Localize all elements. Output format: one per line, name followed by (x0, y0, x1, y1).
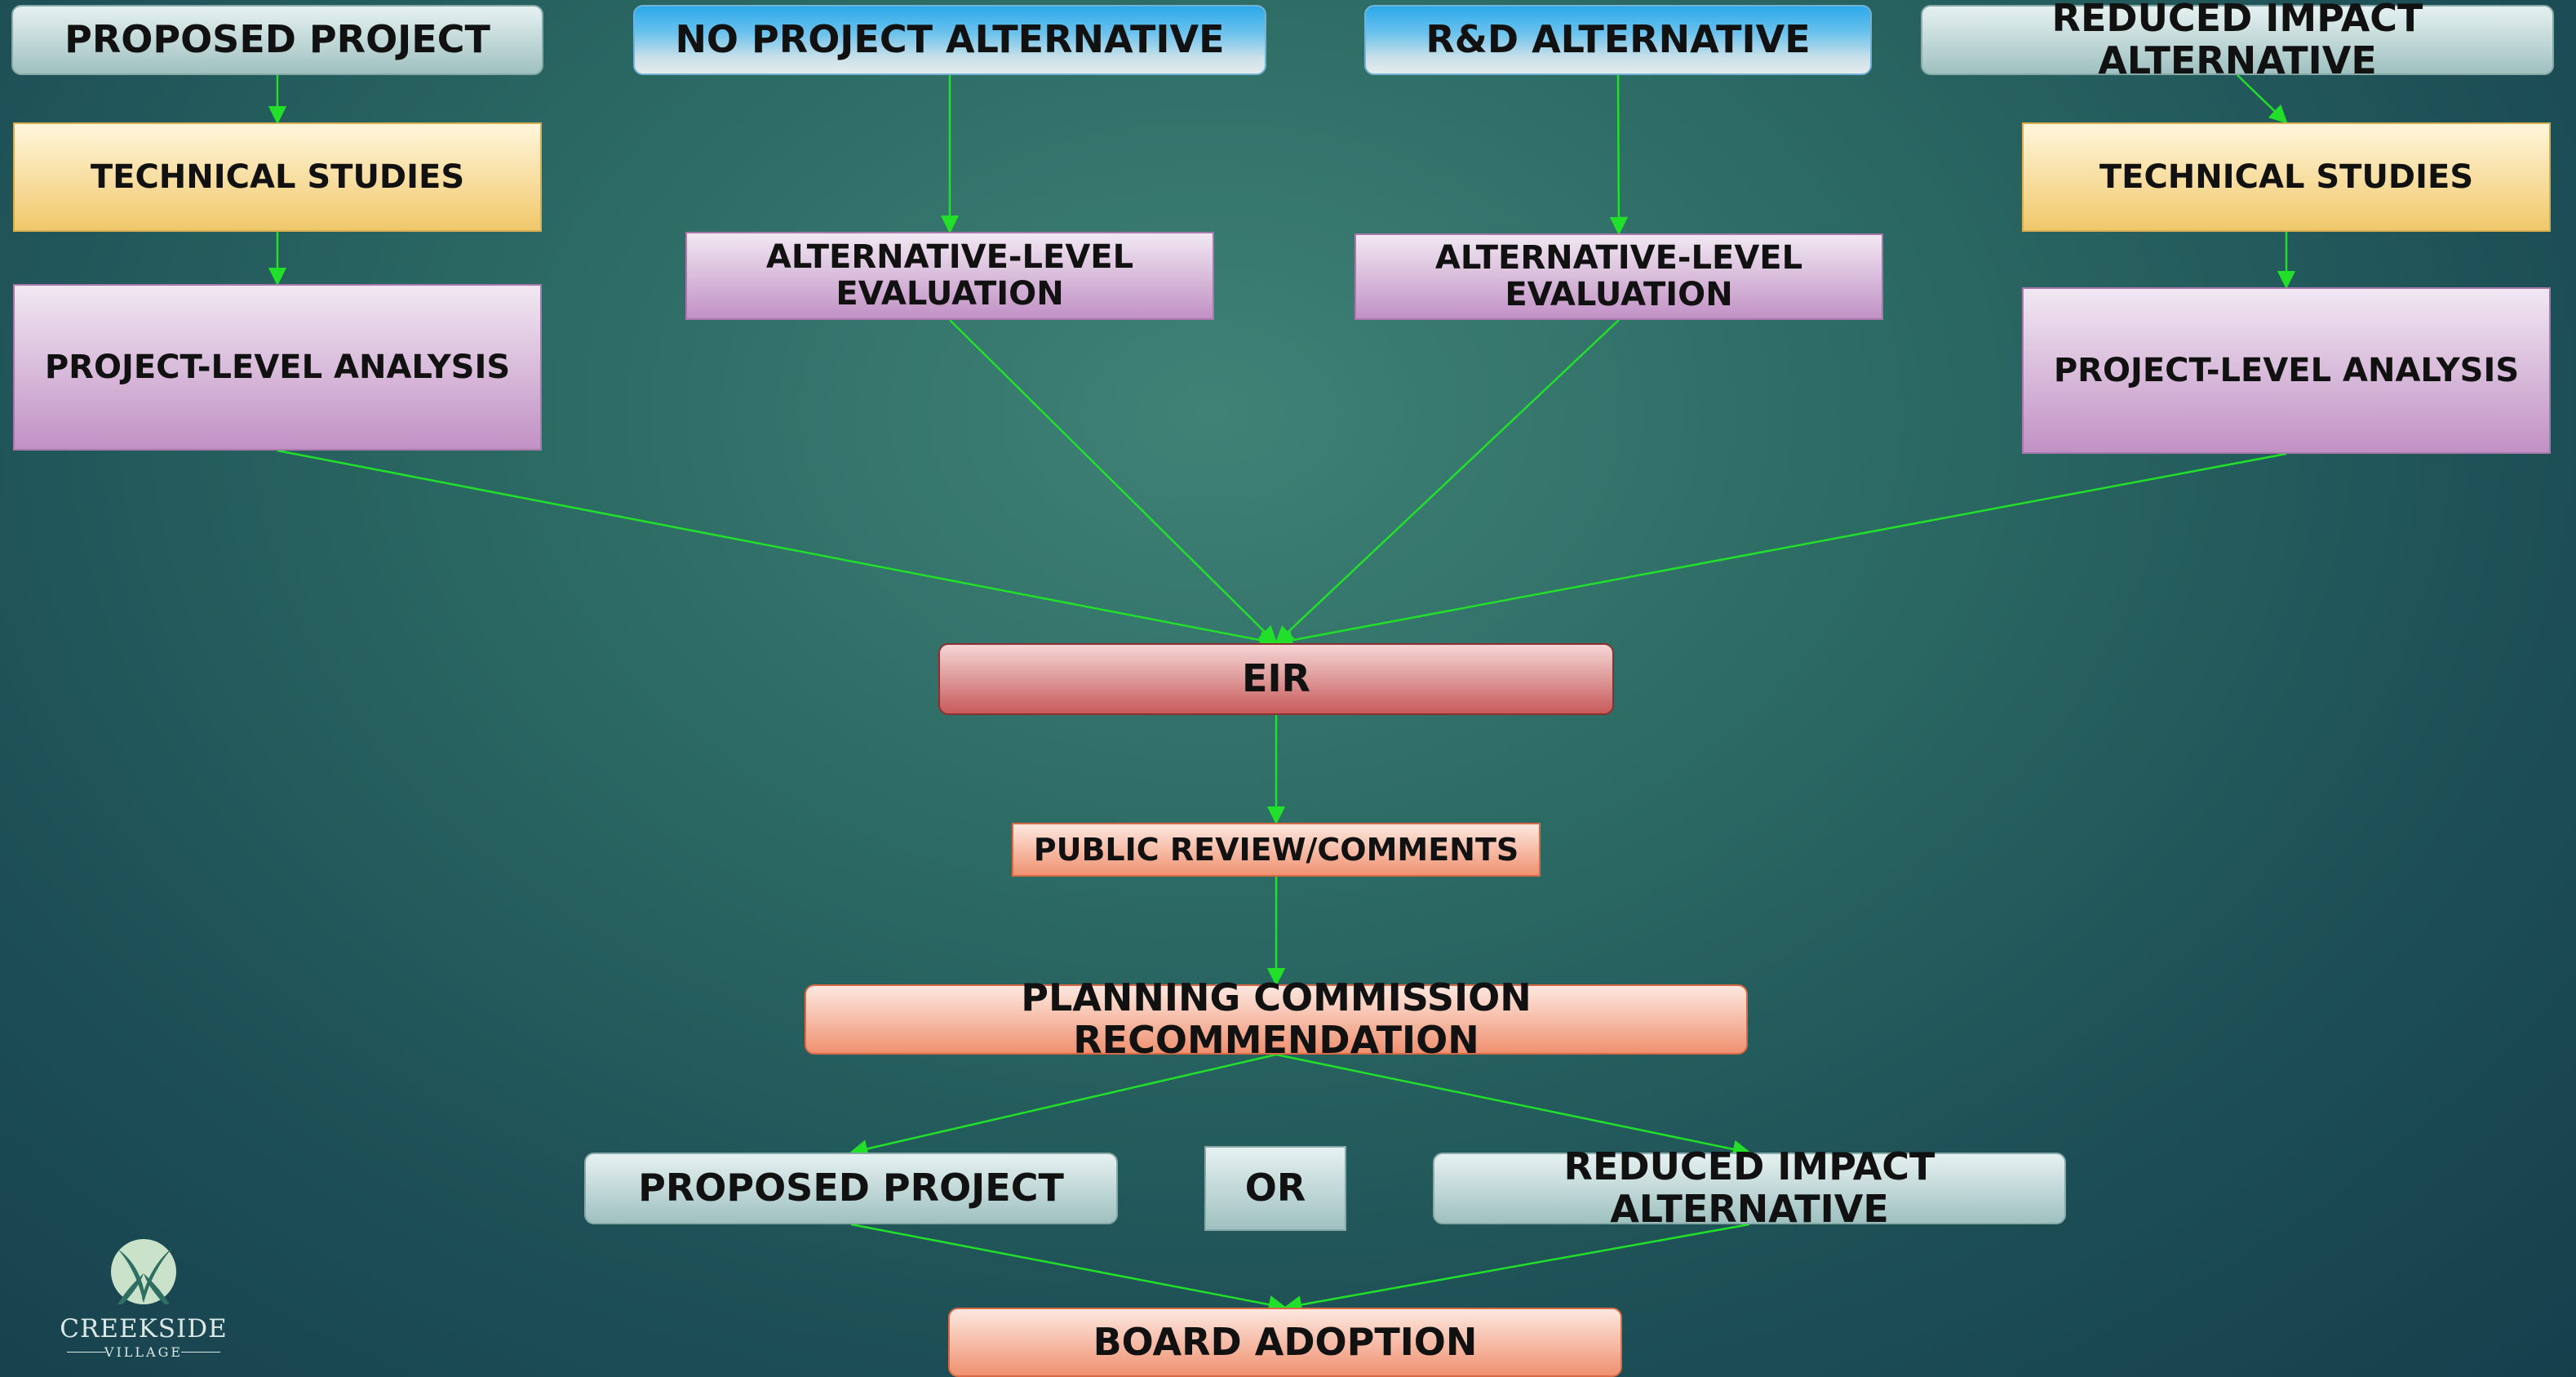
connector-proposed_project_bottom-to-board_adoption (850, 1223, 1288, 1314)
planning-commission-recommendation-box: PLANNING COMMISSION RECOMMENDATION (805, 977, 1748, 1061)
alternative-level-evaluation-right-box: ALTERNATIVE-LEVEL EVALUATION (1355, 233, 1883, 320)
logo-tagline: VILLAGE (104, 1344, 184, 1360)
public-review-comments-box: PUBLIC REVIEW/COMMENTS (1012, 823, 1541, 877)
connector-alt_eval_left-to-eir (949, 319, 1278, 645)
proposed-project-bottom-box: PROPOSED PROJECT (584, 1153, 1118, 1224)
alternative-level-evaluation-left-box: ALTERNATIVE-LEVEL EVALUATION (685, 232, 1214, 320)
reduced-impact-alternative-bottom-box: REDUCED IMPACT ALTERNATIVE (1433, 1146, 2066, 1230)
no-project-alternative-box: NO PROJECT ALTERNATIVE (633, 5, 1266, 75)
reduced-impact-alternative-top-box: REDUCED IMPACT ALTERNATIVE (1921, 0, 2554, 82)
connector-planning_commission-to-reduced_impact_bottom (1275, 1053, 1752, 1158)
or-box: OR (1204, 1146, 1346, 1231)
connector-planning_commission-to-proposed_project_bottom (849, 1053, 1277, 1158)
project-level-analysis-right-box: PROJECT-LEVEL ANALYSIS (2022, 287, 2551, 454)
creekside-village-logo: CREEKSIDE VILLAGE (54, 1236, 233, 1366)
connector-reduced_impact_bottom-to-board_adoption (1283, 1223, 1750, 1314)
creekside-leaf-icon (111, 1239, 176, 1304)
connector-rd_alternative-to-alt_eval_right (1609, 74, 1629, 236)
connector-project_analysis_left-to-eir (277, 449, 1279, 650)
logo-tagline-rule-right (181, 1352, 220, 1353)
technical-studies-left-box: TECHNICAL STUDIES (13, 122, 542, 232)
rd-alternative-box: R&D ALTERNATIVE (1364, 5, 1872, 75)
logo-wordmark: CREEKSIDE (60, 1314, 228, 1344)
technical-studies-right-box: TECHNICAL STUDIES (2022, 122, 2551, 232)
proposed-project-top-box: PROPOSED PROJECT (11, 5, 543, 75)
connector-reduced_impact_top-to-technical_studies_right (2237, 74, 2288, 124)
connector-project_analysis_right-to-eir (1274, 452, 2287, 650)
project-level-analysis-left-box: PROJECT-LEVEL ANALYSIS (13, 284, 542, 451)
logo-tagline-rule-left (67, 1352, 106, 1353)
board-adoption-box: BOARD ADOPTION (948, 1308, 1622, 1377)
eir-box: EIR (938, 643, 1614, 715)
connector-alt_eval_right-to-eir (1275, 319, 1620, 645)
